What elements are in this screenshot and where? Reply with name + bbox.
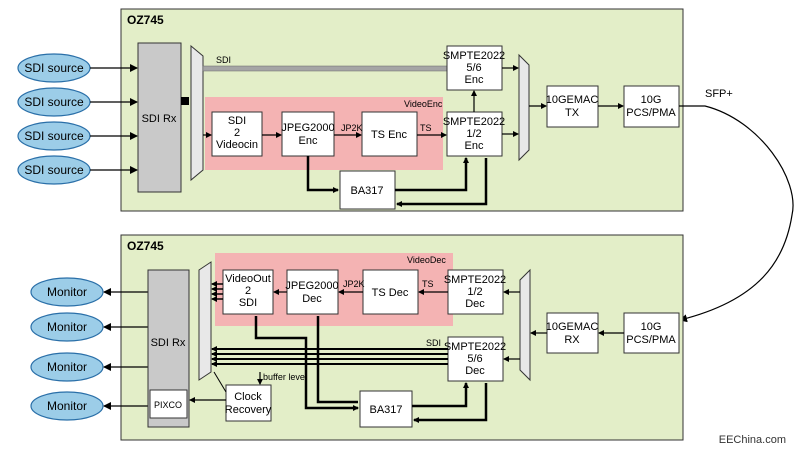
smpte56-dec-line2: 5/6	[467, 353, 482, 365]
top-mux	[190, 44, 204, 182]
bottom-ba317-label: BA317	[369, 404, 402, 416]
ts-dec-link-label: TS	[422, 279, 434, 289]
video-enc-label: VideoEnc	[404, 99, 443, 109]
top-sdi-rx-label: SDI Rx	[142, 113, 177, 125]
mac-rx-block	[546, 312, 599, 354]
pcs-pma-rx-block	[623, 312, 680, 354]
jpeg2000-enc-line2: Enc	[299, 135, 318, 147]
jpeg2000-enc-line1: JPEG2000	[281, 122, 334, 134]
smpte12-enc-line3: Enc	[465, 140, 484, 152]
smpte12-enc-line1: SMPTE2022	[443, 116, 505, 128]
smpte56-enc-line1: SMPTE2022	[443, 50, 505, 62]
smpte2022-12-enc-block	[446, 111, 503, 157]
sdi2video-line2: 2	[234, 127, 240, 139]
bottom-sdi-rx-label: SDI Rx	[151, 337, 186, 349]
pcs-tx-line1: 10G	[641, 94, 662, 106]
monitor-ovals: Monitor Monitor Monitor Monitor	[30, 277, 104, 421]
pcs-rx-line1: 10G	[641, 321, 662, 333]
videoout-line1: VideoOut	[225, 273, 271, 285]
smpte12-dec-line3: Dec	[465, 298, 485, 310]
monitor-arrows	[103, 288, 148, 410]
sfp-label: SFP+	[705, 88, 733, 100]
videoout-line2: 2	[245, 285, 251, 297]
top-sdi-bus	[202, 65, 448, 72]
sfp-link	[679, 105, 794, 323]
video-dec-label: VideoDec	[407, 255, 446, 265]
smpte56-enc-line3: Enc	[465, 74, 484, 86]
mac-tx-line1: 10GEMAC	[546, 94, 599, 106]
top-ba317-label: BA317	[350, 185, 383, 197]
jpeg2000-enc-block	[281, 111, 335, 157]
top-connections	[203, 65, 624, 138]
monitor-3-label: Monitor	[47, 360, 87, 374]
pixco-block	[149, 389, 188, 419]
smpte56-enc-line2: 5/6	[466, 62, 481, 74]
pcs-tx-line2: PCS/PMA	[626, 107, 676, 119]
jp2k-dec-label: JP2K	[343, 279, 365, 289]
videoout-line3: SDI	[239, 297, 257, 309]
top-ba317-links	[306, 156, 488, 207]
sdi2video-block	[211, 111, 263, 157]
sdi-source-1-label: SDI source	[24, 61, 84, 75]
mac-rx-line1: 10GEMAC	[546, 321, 599, 333]
smpte56-dec-line1: SMPTE2022	[444, 341, 506, 353]
bottom-panel-title: OZ745	[127, 239, 164, 253]
bottom-sdi-bus	[211, 346, 448, 367]
buffer-level-label: buffer level	[263, 372, 307, 382]
clock-recovery-line1: Clock	[234, 391, 262, 403]
sdi2video-line1: SDI	[228, 115, 246, 127]
bottom-sdi-bus-label: SDI	[426, 338, 441, 348]
ts-enc-link-label: TS	[420, 123, 432, 133]
monitor-1-label: Monitor	[47, 285, 87, 299]
mac-tx-line2: TX	[565, 107, 580, 119]
pixco-label: PIXCO	[154, 400, 182, 410]
top-out-mux	[518, 53, 530, 162]
bottom-mux	[198, 261, 212, 381]
monitor-4-label: Monitor	[47, 399, 87, 413]
pcs-rx-line2: PCS/PMA	[626, 334, 676, 346]
smpte2022-56-enc-block	[446, 45, 503, 91]
pcs-pma-tx-block	[623, 85, 680, 128]
top-sdi-rx	[137, 42, 182, 193]
jp2k-enc-label: JP2K	[341, 123, 363, 133]
source-ovals: SDI source SDI source SDI source SDI sou…	[17, 53, 91, 185]
smpte12-dec-line2: 1/2	[467, 286, 482, 298]
bottom-ba317-links	[254, 316, 488, 423]
top-sdi-rx-port	[181, 97, 189, 105]
smpte2022-12-dec-block	[447, 269, 504, 315]
jpeg2000-dec-line2: Dec	[302, 293, 322, 305]
ts-enc-block	[361, 111, 418, 157]
clock-recovery-line2: Recovery	[225, 404, 272, 416]
bottom-ba317-block	[359, 390, 413, 428]
smpte2022-56-dec-block	[447, 336, 504, 382]
smpte56-dec-line3: Dec	[465, 365, 485, 377]
top-sdi-bus-label: SDI	[216, 55, 231, 65]
bottom-connections	[189, 289, 624, 403]
sdi-source-3-label: SDI source	[24, 129, 84, 143]
videoout-to-mux	[211, 281, 223, 302]
top-ba317-block	[339, 170, 396, 210]
videoout2sdi-block	[222, 269, 274, 315]
bottom-in-mux	[519, 268, 531, 382]
source-arrows	[90, 64, 138, 174]
monitor-2-label: Monitor	[47, 320, 87, 334]
clock-to-mux	[213, 371, 227, 393]
sdi-source-4-label: SDI source	[24, 163, 84, 177]
sdi2video-line3: Videocin	[216, 139, 258, 151]
mac-tx-block	[546, 85, 599, 128]
watermark: EEChina.com	[719, 434, 786, 446]
smpte12-enc-line2: 1/2	[466, 128, 481, 140]
smpte12-dec-line1: SMPTE2022	[444, 274, 506, 286]
jpeg2000-dec-line1: JPEG2000	[285, 280, 338, 292]
jpeg2000-dec-block	[286, 269, 339, 315]
top-panel-title: OZ745	[127, 13, 164, 27]
ts-enc-label: TS Enc	[371, 129, 408, 141]
mac-rx-line2: RX	[564, 334, 580, 346]
clock-recovery-block	[225, 384, 272, 422]
ts-dec-label: TS Dec	[372, 287, 409, 299]
sdi-source-2-label: SDI source	[24, 95, 84, 109]
